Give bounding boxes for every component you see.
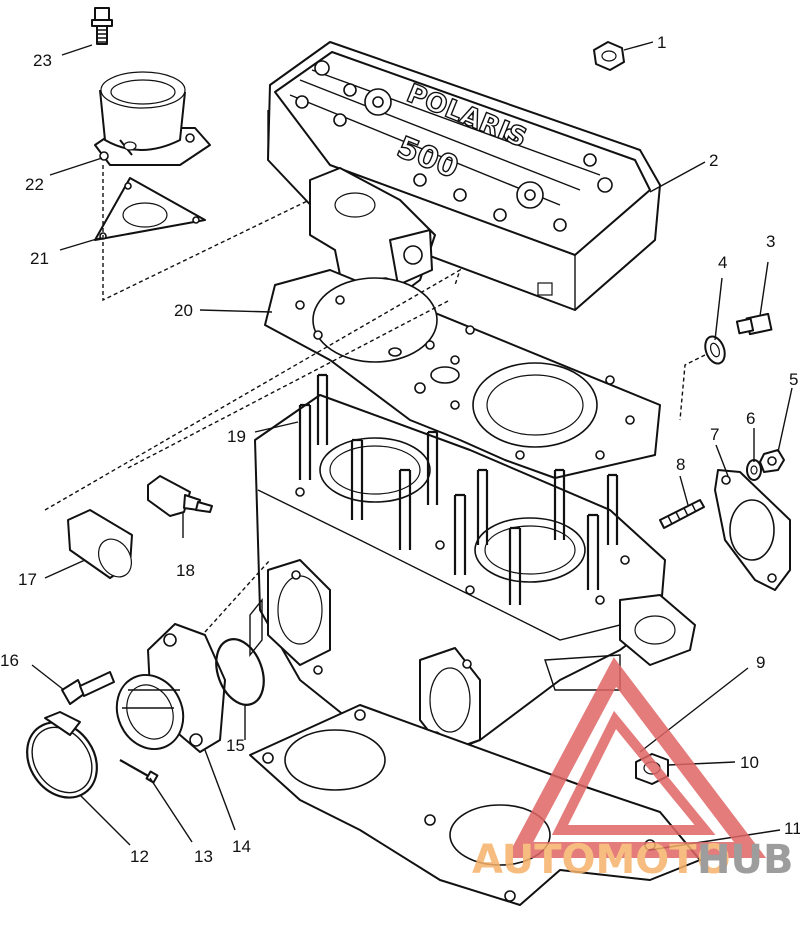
clamp-screw: [119, 759, 159, 784]
head-nut: [593, 41, 625, 71]
exhaust-nut: [759, 449, 785, 473]
callout-21: 21: [30, 249, 49, 268]
watermark-triangle-icon: [506, 657, 767, 858]
exhaust-gasket: [714, 469, 791, 591]
exhaust-stud: [659, 499, 705, 529]
callout-17: 17: [18, 570, 37, 589]
watermark-inner-triangle-icon: [551, 710, 716, 835]
callout-15: 15: [226, 736, 245, 755]
cylinder-studs: [298, 373, 619, 605]
spark-plug-washer: [704, 335, 726, 365]
callout-20: 20: [174, 301, 193, 320]
temperature-sensor: [147, 475, 213, 517]
callout-6: 6: [746, 409, 755, 428]
cylinder-block: [249, 394, 696, 761]
outlet-fitting: [67, 509, 133, 579]
callout-23: 23: [33, 51, 52, 70]
plug-assembly-line: [679, 354, 706, 421]
callout-7: 7: [710, 425, 719, 444]
spark-plug: [735, 312, 773, 336]
sensor-assembly-line: [127, 299, 451, 469]
callout-14: 14: [232, 837, 251, 856]
hose-clamp: [26, 711, 98, 799]
fitting-assembly-line: [44, 268, 462, 511]
callout-3: 3: [766, 232, 775, 251]
callout-12: 12: [130, 847, 149, 866]
assembly-line: [102, 165, 331, 302]
callout-1: 1: [657, 33, 666, 52]
callout-11: 11: [784, 819, 800, 838]
intake-assembly-line: [204, 559, 271, 633]
callout-10: 10: [740, 753, 759, 772]
callout-2: 2: [709, 151, 718, 170]
callout-22: 22: [25, 175, 44, 194]
callout-16: 16: [0, 651, 19, 670]
callout-5: 5: [789, 370, 798, 389]
callout-4: 4: [718, 253, 727, 272]
thermostat-housing: [94, 71, 211, 166]
callout-13: 13: [194, 847, 213, 866]
head-gasket: [264, 269, 661, 479]
watermark-text-automoto: AUTOMOTO: [472, 837, 731, 883]
callout-numbers: 1 2 3 4 5 6 7 8 9 10 11 12 13 14 15 16 1…: [0, 33, 800, 866]
adapter-bolt: [61, 671, 115, 705]
exhaust-washer: [746, 459, 762, 481]
callout-9: 9: [756, 653, 765, 672]
watermark: AUTOMOTO HUB: [472, 657, 793, 883]
thermostat-gasket: [94, 177, 206, 241]
callout-18: 18: [176, 561, 195, 580]
watermark-text-hub: HUB: [697, 837, 793, 883]
callout-19: 19: [227, 427, 246, 446]
intake-adapter: [115, 623, 226, 753]
cylinder-head-cover: POLARIS 500: [267, 41, 661, 311]
callout-8: 8: [676, 455, 685, 474]
housing-bolt: [91, 7, 113, 45]
o-ring: [215, 638, 265, 706]
